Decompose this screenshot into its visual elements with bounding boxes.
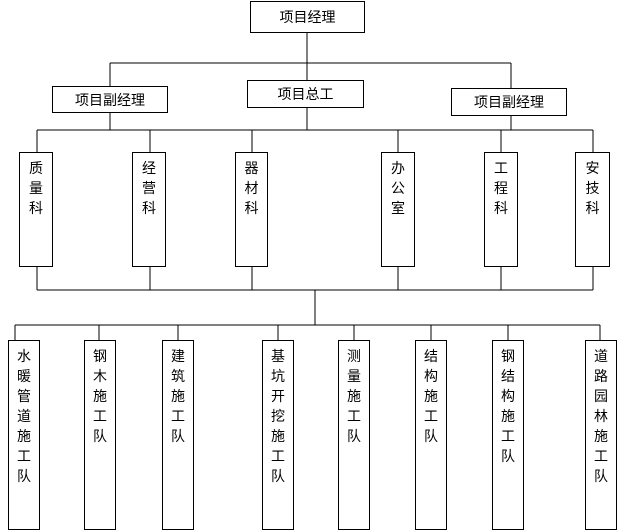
vice-manager-left-label: 项目副经理 [75, 92, 145, 109]
department-label: 经 营 科 [142, 161, 156, 217]
team-plumbing-box: 水 暖 管 道 施 工 队 [8, 340, 40, 530]
department-safety-box: 安 技 科 [575, 152, 610, 267]
department-label: 安 技 科 [585, 161, 600, 217]
department-engineering-box: 工 程 科 [484, 152, 518, 267]
vice-manager-left-box: 项目副经理 [52, 86, 168, 113]
department-operations-box: 经 营 科 [132, 152, 166, 267]
team-label: 建 筑 施 工 队 [171, 349, 185, 445]
department-quality-box: 质 量 科 [19, 152, 53, 267]
team-label: 基 坑 开 挖 施 工 队 [271, 349, 285, 485]
department-label: 质 量 科 [29, 161, 43, 217]
team-label: 道 路 园 林 施 工 队 [594, 349, 608, 485]
team-road-landscape-box: 道 路 园 林 施 工 队 [585, 340, 617, 530]
team-building-box: 建 筑 施 工 队 [162, 340, 194, 530]
project-manager-label: 项目经理 [279, 10, 336, 26]
project-manager-box: 项目经理 [250, 1, 365, 33]
vice-manager-right-box: 项目副经理 [451, 88, 567, 116]
department-label: 办 公 室 [391, 161, 405, 217]
team-label: 钢 结 构 施 工 队 [501, 349, 515, 465]
team-steel-wood-box: 钢 木 施 工 队 [84, 340, 116, 530]
chief-engineer-label: 项目总工 [277, 87, 334, 103]
team-structure-box: 结 构 施 工 队 [415, 340, 447, 530]
team-excavation-box: 基 坑 开 挖 施 工 队 [262, 340, 294, 530]
team-label: 结 构 施 工 队 [424, 349, 438, 445]
department-label: 器 材 科 [244, 161, 259, 217]
team-label: 测 量 施 工 队 [347, 349, 361, 445]
team-survey-box: 测 量 施 工 队 [338, 340, 370, 530]
chief-engineer-box: 项目总工 [247, 80, 364, 108]
department-label: 工 程 科 [494, 161, 508, 217]
department-equipment-box: 器 材 科 [235, 152, 268, 267]
vice-manager-right-label: 项目副经理 [474, 95, 544, 111]
team-steel-structure-box: 钢 结 构 施 工 队 [492, 340, 524, 530]
team-label: 水 暖 管 道 施 工 队 [17, 349, 31, 485]
team-label: 钢 木 施 工 队 [93, 349, 107, 445]
department-office-box: 办 公 室 [381, 152, 415, 267]
